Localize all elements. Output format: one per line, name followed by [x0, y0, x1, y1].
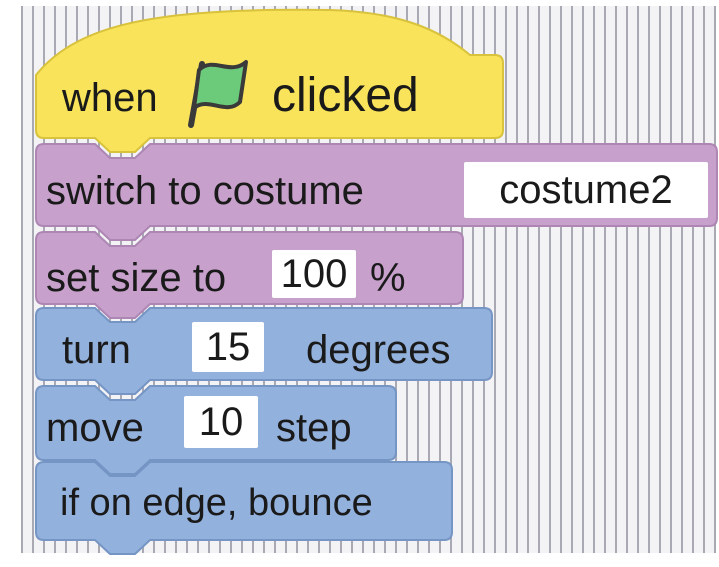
size-label: set size to — [46, 256, 227, 300]
costume-value-field[interactable]: costume2 — [464, 162, 708, 218]
turn-value-field[interactable]: 15 — [192, 322, 264, 372]
size-unit-label: % — [370, 256, 406, 300]
turn-label: turn — [62, 328, 131, 372]
move-unit-label: step — [276, 406, 352, 450]
turn-unit-label: degrees — [306, 328, 451, 372]
move-value-field[interactable]: 10 — [184, 396, 258, 448]
hat-when-label: when — [62, 76, 158, 120]
costume-label: switch to costume — [46, 169, 364, 213]
move-label: move — [46, 406, 144, 450]
size-value-field[interactable]: 100 — [272, 250, 356, 298]
bounce-label: if on edge, bounce — [60, 482, 373, 524]
hat-clicked-label: clicked — [272, 69, 419, 122]
